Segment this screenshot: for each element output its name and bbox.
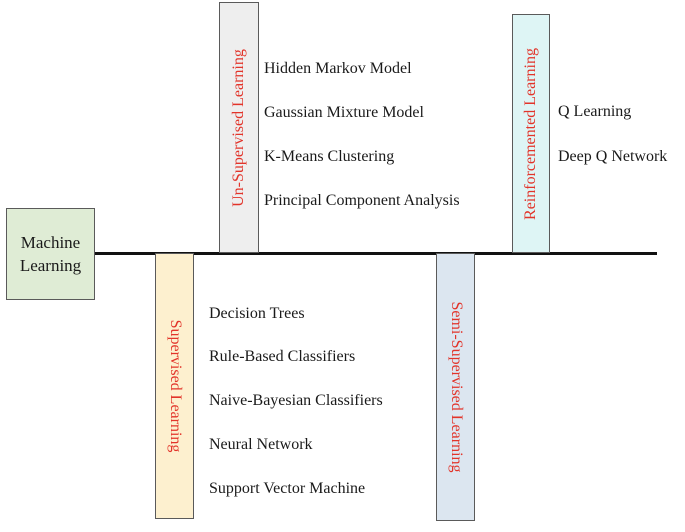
category-label-unsupervised: Un-Supervised Learning bbox=[230, 48, 247, 207]
list-item: Hidden Markov Model bbox=[264, 60, 412, 77]
category-bar-semi-supervised: Semi-Supervised Learning bbox=[436, 253, 475, 521]
list-item: Deep Q Network bbox=[558, 148, 668, 165]
root-label-line1: Machine bbox=[20, 233, 81, 252]
category-label-semi-supervised: Semi-Supervised Learning bbox=[447, 301, 465, 473]
list-item: Neural Network bbox=[209, 436, 313, 453]
list-item: Q Learning bbox=[558, 103, 632, 120]
list-item: Principal Component Analysis bbox=[264, 192, 460, 209]
list-item: Support Vector Machine bbox=[209, 480, 366, 497]
list-item: Naive-Bayesian Classifiers bbox=[209, 392, 383, 409]
list-item: Decision Trees bbox=[209, 305, 305, 322]
list-item: Gaussian Mixture Model bbox=[264, 104, 424, 121]
category-bar-supervised: Supervised Learning bbox=[155, 253, 194, 519]
list-item: Rule-Based Classifiers bbox=[209, 348, 356, 365]
timeline-axis bbox=[82, 252, 657, 255]
root-node-machine-learning: Machine Learning bbox=[6, 208, 95, 300]
root-label-line2: Learning bbox=[19, 256, 82, 275]
category-label-reinforcement: Reinforcemented Learning bbox=[522, 47, 539, 220]
category-bar-unsupervised: Un-Supervised Learning bbox=[219, 2, 259, 253]
category-label-supervised: Supervised Learning bbox=[166, 319, 184, 453]
list-item: K-Means Clustering bbox=[264, 148, 395, 165]
category-bar-reinforcement: Reinforcemented Learning bbox=[512, 14, 550, 253]
